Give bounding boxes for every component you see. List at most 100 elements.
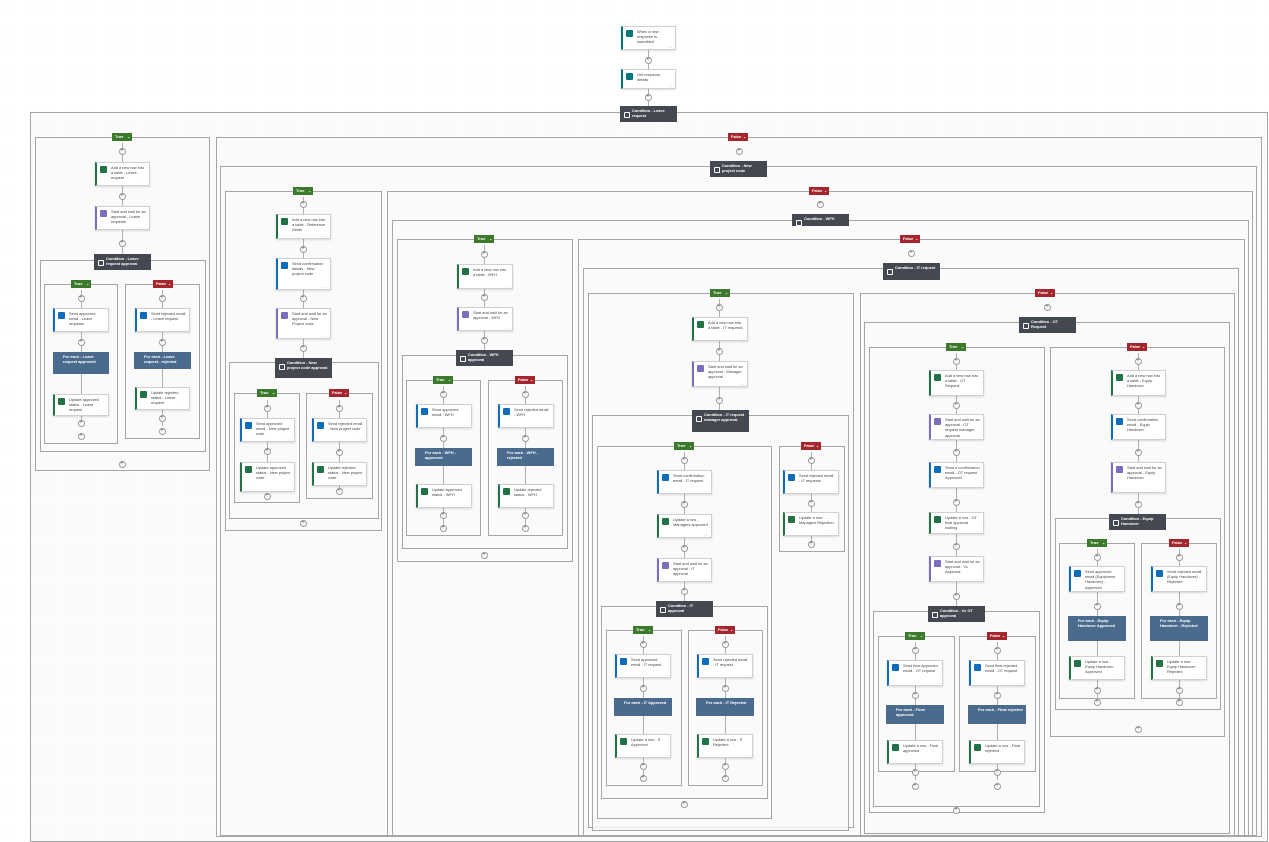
add-step-plus-icon[interactable]: + — [521, 390, 529, 398]
np-approved-update-card[interactable]: Update approved status - New project cod… — [240, 462, 295, 492]
add-step-plus-icon[interactable]: + — [639, 684, 647, 692]
branch-false-wfh[interactable]: False⌄ — [900, 235, 920, 243]
more-options-icon[interactable]: … — [1117, 674, 1121, 679]
branch-true-wfh-approval[interactable]: True⌄ — [433, 376, 453, 384]
add-step-plus-icon[interactable]: + — [118, 239, 126, 247]
add-step-plus-icon[interactable]: + — [263, 404, 271, 412]
np-rejected-update-card[interactable]: Update rejected status - New project cod… — [312, 462, 367, 486]
branch-true-it-manager[interactable]: True⌄ — [674, 442, 694, 450]
more-options-icon[interactable]: … — [831, 488, 835, 493]
add-step-plus-icon[interactable]: + — [1175, 698, 1183, 706]
ot-add-row-card[interactable]: Add a new row into a table - OT Request… — [929, 370, 984, 396]
add-step-plus-icon[interactable]: + — [993, 782, 1001, 790]
add-step-plus-icon[interactable]: + — [439, 524, 447, 532]
more-options-icon[interactable]: … — [831, 530, 835, 535]
foreach-it-approved[interactable]: For each - IT Approved — [614, 698, 672, 716]
more-options-icon[interactable]: … — [1017, 680, 1021, 685]
add-step-plus-icon[interactable]: + — [158, 294, 166, 302]
branch-false-vp[interactable]: False⌄ — [987, 632, 1007, 640]
equip-approved-email-card[interactable]: Send approved email (Equipment Handover)… — [1069, 566, 1125, 592]
more-options-icon[interactable]: … — [976, 576, 980, 581]
ot-manager-approval-card[interactable]: Start and wait for an approval - OT requ… — [929, 414, 984, 440]
add-step-plus-icon[interactable]: + — [680, 800, 688, 808]
add-step-plus-icon[interactable]: + — [1134, 500, 1142, 508]
leave-rejected-email-card[interactable]: Send rejected email - Leave request… — [135, 308, 190, 332]
add-step-plus-icon[interactable]: + — [299, 294, 307, 302]
more-options-icon[interactable]: … — [663, 752, 667, 757]
add-step-plus-icon[interactable]: + — [952, 542, 960, 550]
it-approved-email-card[interactable]: Send approved email - IT request… — [615, 654, 671, 678]
branch-true-ot[interactable]: True⌄ — [946, 343, 966, 351]
add-step-plus-icon[interactable]: + — [993, 646, 1001, 654]
add-step-plus-icon[interactable]: + — [735, 147, 743, 155]
more-options-icon[interactable]: … — [287, 486, 291, 491]
more-options-icon[interactable]: … — [935, 758, 939, 763]
add-step-plus-icon[interactable]: + — [1134, 357, 1142, 365]
it-rejected-update-card[interactable]: Update a row - IT Rejected… — [697, 734, 753, 758]
more-options-icon[interactable]: … — [1158, 390, 1162, 395]
ot-vp-approval-card[interactable]: Start and wait for an approval - Vc Appr… — [929, 556, 984, 582]
ot-final-rejected-email-card[interactable]: Send final rejected email - OT request… — [969, 660, 1025, 686]
add-step-plus-icon[interactable]: + — [639, 640, 647, 648]
add-step-plus-icon[interactable]: + — [299, 200, 307, 208]
condition-leave-approval[interactable]: Condition - Leave request approval — [94, 254, 151, 270]
branch-true-new-project[interactable]: True⌄ — [293, 187, 313, 195]
add-step-plus-icon[interactable]: + — [77, 294, 85, 302]
branch-false-it[interactable]: False⌄ — [1035, 289, 1055, 297]
add-step-plus-icon[interactable]: + — [118, 192, 126, 200]
more-options-icon[interactable]: … — [704, 576, 708, 581]
foreach-final-rejected[interactable]: For each - Final rejected — [968, 705, 1026, 724]
more-options-icon[interactable]: … — [935, 680, 939, 685]
add-step-plus-icon[interactable]: + — [644, 93, 652, 101]
branch-false-equip[interactable]: False⌄ — [1169, 539, 1189, 547]
ot-confirmation-card[interactable]: Send a confirmation email - OT request A… — [929, 462, 984, 488]
np-confirmation-card[interactable]: Send confirmation details - New project … — [276, 258, 331, 290]
more-options-icon[interactable]: … — [740, 381, 744, 386]
add-step-plus-icon[interactable]: + — [521, 524, 529, 532]
add-step-plus-icon[interactable]: + — [807, 456, 815, 464]
condition-it-approval[interactable]: Condition - IT approval — [656, 601, 713, 617]
add-step-plus-icon[interactable]: + — [952, 448, 960, 456]
it-manager-approval-card[interactable]: Start and wait for an approval - Manager… — [692, 361, 748, 387]
branch-true-equip[interactable]: True⌄ — [1087, 539, 1107, 547]
it-confirmation-card[interactable]: Send confirmation email - IT request… — [657, 470, 712, 494]
add-step-plus-icon[interactable]: + — [680, 456, 688, 464]
it-manager-rejection-card[interactable]: Update a row - Managers Rejection… — [783, 512, 839, 536]
more-options-icon[interactable]: … — [323, 233, 327, 238]
add-step-plus-icon[interactable]: + — [439, 511, 447, 519]
foreach-it-rejected[interactable]: For each - IT Rejected — [696, 698, 754, 716]
add-step-plus-icon[interactable]: + — [639, 774, 647, 782]
condition-wfh-approval[interactable]: Condition - WFH approval — [456, 350, 513, 366]
more-options-icon[interactable]: … — [142, 224, 146, 229]
condition-it-request[interactable]: Condition - IT request — [883, 263, 940, 280]
foreach-equip-approved[interactable]: For each - Equip Handover Approved — [1068, 616, 1126, 641]
leave-approval-card[interactable]: Start and wait for an approval - Leave r… — [95, 206, 150, 230]
more-options-icon[interactable]: … — [663, 672, 667, 677]
condition-wfh[interactable]: Condition - WFH — [792, 214, 849, 226]
add-step-plus-icon[interactable]: + — [952, 592, 960, 600]
add-step-plus-icon[interactable]: + — [1175, 602, 1183, 610]
wfh-rejected-update-card[interactable]: Update rejected status - WFH… — [498, 484, 554, 508]
leave-rejected-update-card[interactable]: Update rejected status - Leave request… — [135, 387, 190, 410]
add-step-plus-icon[interactable]: + — [263, 492, 271, 500]
condition-vp-ot-approval[interactable]: Condition - Vc OT approval — [928, 606, 985, 622]
it-approval-card[interactable]: Start and wait for an approval - IT appr… — [657, 558, 712, 582]
more-options-icon[interactable]: … — [101, 410, 105, 415]
condition-new-project-code[interactable]: Condition - New project code — [710, 161, 767, 177]
add-step-plus-icon[interactable]: + — [1134, 448, 1142, 456]
wfh-add-row-card[interactable]: Add a new row into a table - WFH… — [457, 264, 513, 289]
add-step-plus-icon[interactable]: + — [77, 338, 85, 346]
branch-true-it-approval[interactable]: True⌄ — [633, 626, 653, 634]
wfh-approved-update-card[interactable]: Update approved status - WFH… — [416, 484, 472, 508]
wfh-approval-card[interactable]: Start and wait for an approval - WFH… — [457, 307, 513, 331]
add-step-plus-icon[interactable]: + — [480, 250, 488, 258]
add-step-plus-icon[interactable]: + — [715, 303, 723, 311]
branch-true-leave-approval[interactable]: True⌄ — [71, 280, 91, 288]
add-step-plus-icon[interactable]: + — [335, 487, 343, 495]
leave-approved-update-card[interactable]: Update approved status - Leave request… — [53, 394, 109, 416]
add-step-plus-icon[interactable]: + — [1093, 602, 1101, 610]
more-options-icon[interactable]: … — [976, 434, 980, 439]
add-step-plus-icon[interactable]: + — [680, 544, 688, 552]
more-options-icon[interactable]: … — [1158, 434, 1162, 439]
trigger-card[interactable]: When a new response is submitted… — [621, 26, 676, 50]
